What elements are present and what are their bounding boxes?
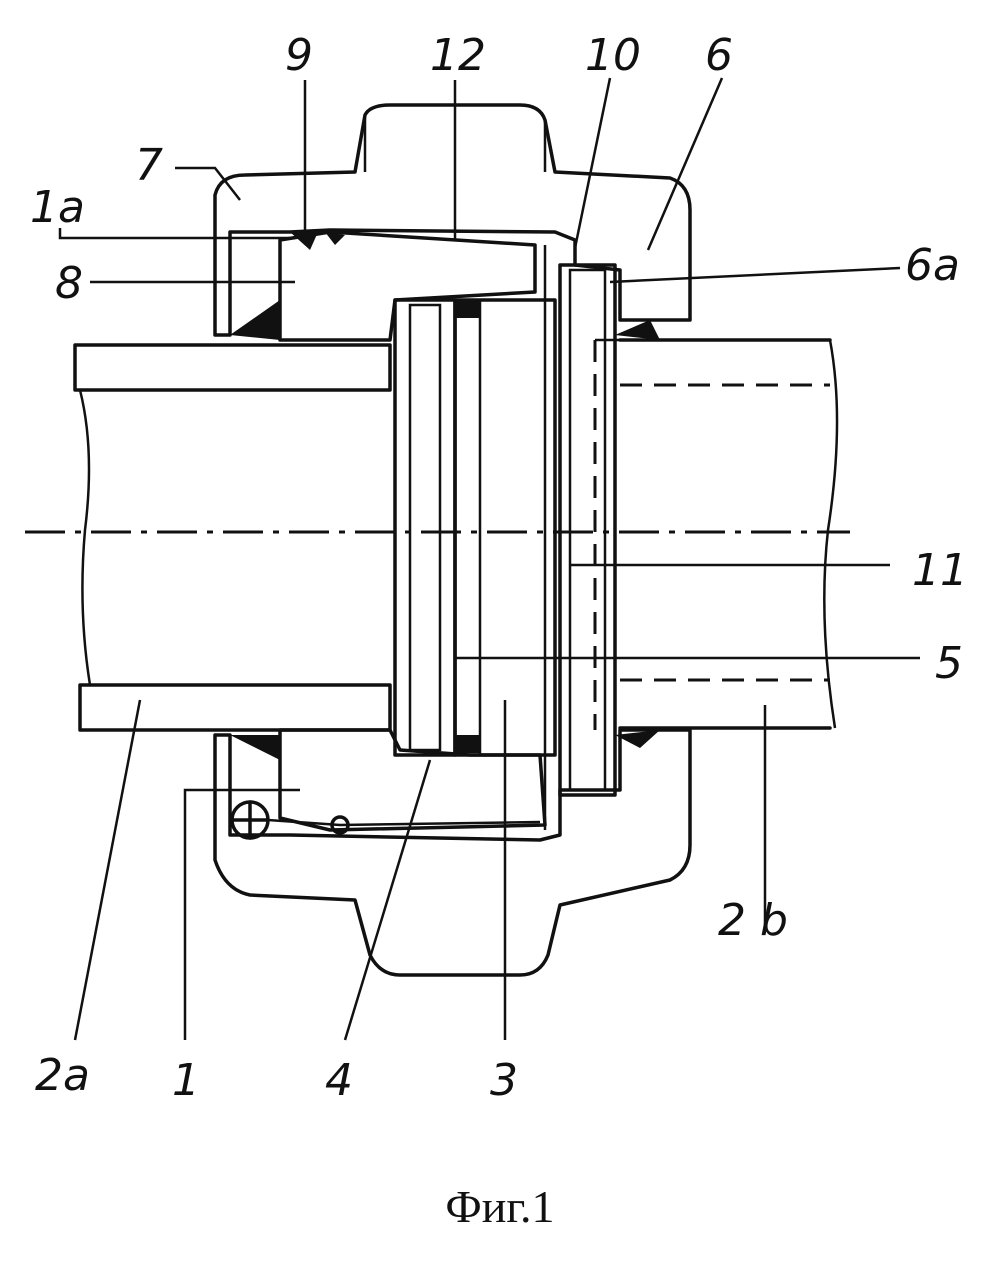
- inner-ring-upper: [280, 232, 535, 340]
- label-2b: 2 b: [718, 895, 788, 946]
- label-9: 9: [285, 30, 313, 81]
- housing-lower: [215, 730, 690, 975]
- label-8: 8: [55, 258, 83, 309]
- pipe-2a-upper-wall: [75, 345, 390, 390]
- label-7: 7: [135, 140, 163, 191]
- screw-detail: [232, 802, 540, 838]
- label-11: 11: [912, 545, 968, 596]
- label-10: 10: [585, 30, 641, 81]
- pipe-2b: [620, 340, 837, 728]
- label-6: 6: [705, 30, 733, 81]
- leader-lines: [60, 78, 920, 1040]
- label-6a: 6a: [905, 240, 960, 291]
- label-1: 1: [172, 1055, 200, 1106]
- label-4: 4: [325, 1055, 353, 1106]
- label-1a: 1a: [30, 182, 85, 233]
- label-2a: 2a: [35, 1050, 90, 1101]
- figure-caption: Фиг.1: [445, 1181, 554, 1232]
- pipe-break-left: [80, 390, 90, 685]
- label-3: 3: [490, 1055, 518, 1106]
- disc-rings-right: [560, 265, 620, 795]
- label-12: 12: [430, 30, 486, 81]
- label-5: 5: [935, 638, 963, 689]
- pipe-2a-lower-wall: [80, 685, 390, 730]
